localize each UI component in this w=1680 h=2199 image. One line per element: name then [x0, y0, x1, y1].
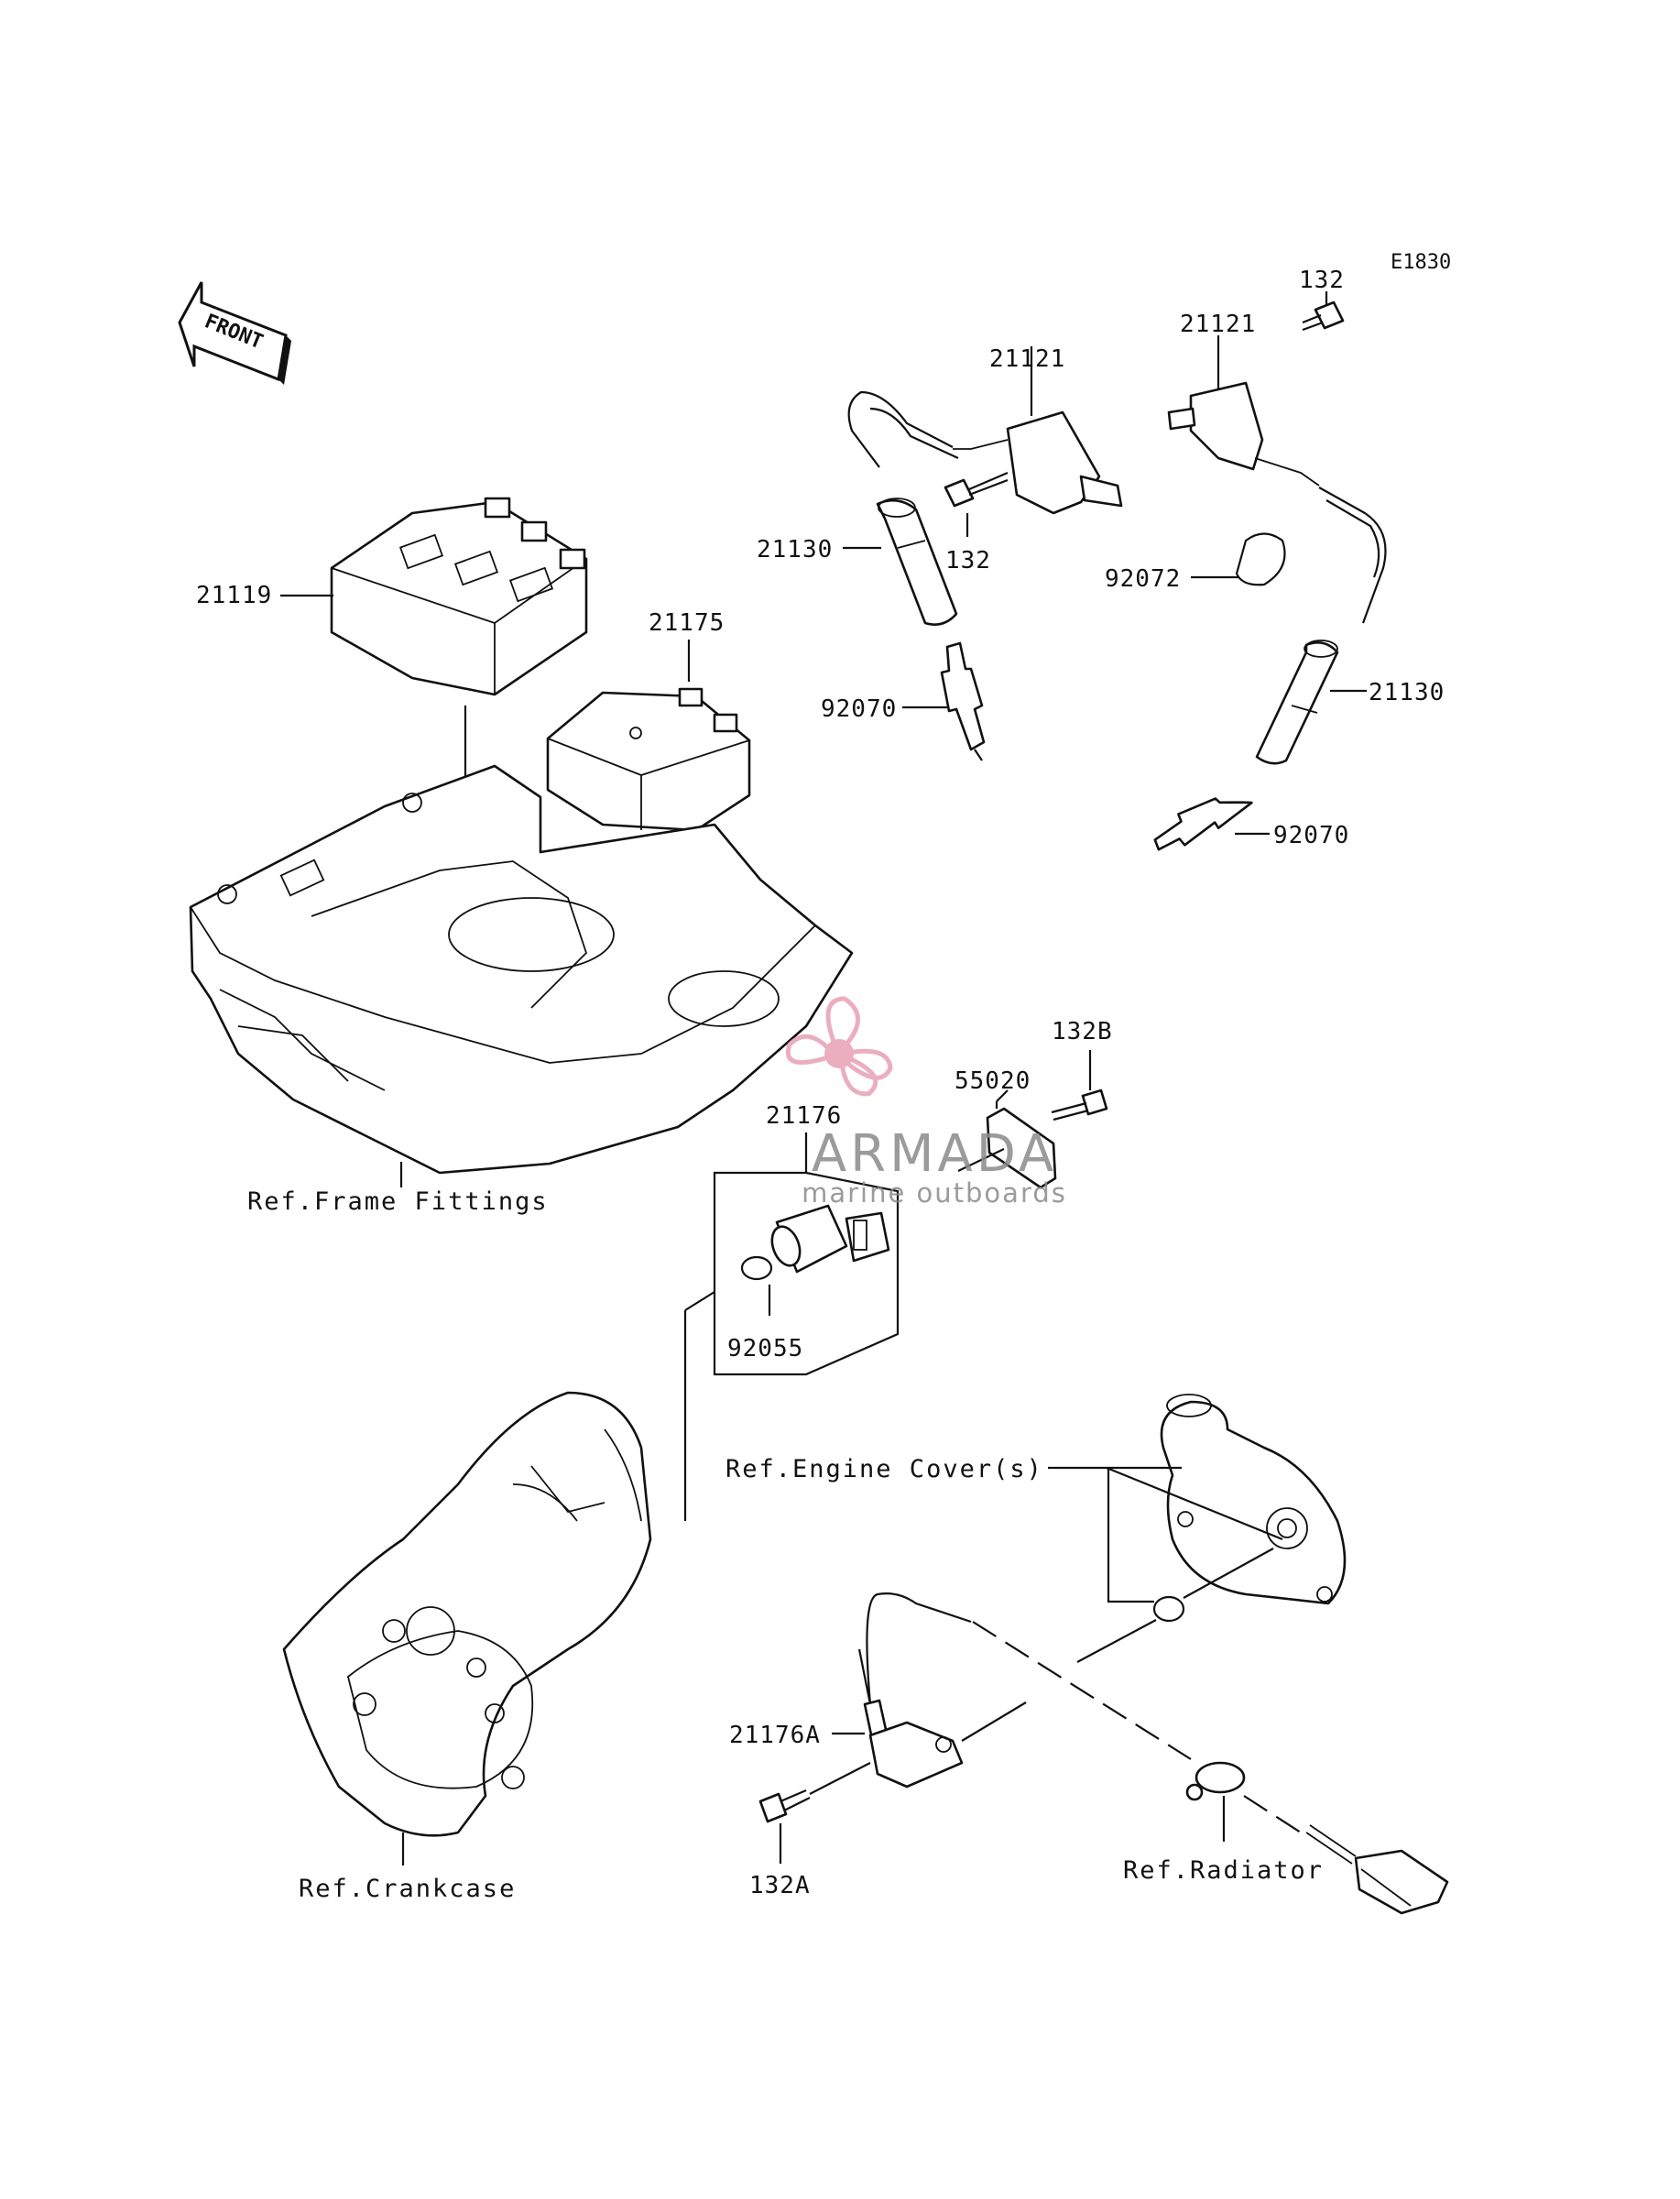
ref-radiator: Ref.Radiator	[1123, 1856, 1324, 1885]
callout-21175: 21175	[649, 609, 725, 637]
armada-watermark-logo: ARMADA marine outboards	[786, 996, 1067, 1209]
callout-132-top: 132	[1299, 267, 1345, 294]
ref-engine-cover: Ref.Engine Cover(s)	[725, 1455, 1043, 1483]
callout-21176a: 21176A	[729, 1722, 821, 1749]
callout-132a: 132A	[749, 1872, 811, 1899]
plug-cap-left-part	[843, 498, 958, 626]
ref-crankcase: Ref.Crankcase	[299, 1875, 516, 1903]
callout-92072: 92072	[1105, 565, 1181, 593]
ref-frame-fittings: Ref.Frame Fittings	[247, 1187, 549, 1216]
regulator-part	[546, 687, 751, 1035]
radiator-hose-clamp-part	[1185, 1761, 1302, 1842]
ignition-coil-right-part	[1167, 335, 1387, 624]
callout-21130-right: 21130	[1369, 679, 1445, 706]
callout-21119: 21119	[196, 582, 272, 609]
bolt-132-top-part	[1302, 291, 1345, 332]
sensor-connector-part	[1305, 1824, 1449, 1915]
clamp-92072-part	[1191, 532, 1286, 586]
bracket-55020-part	[957, 1089, 1057, 1189]
bolt-132b-part	[1051, 1050, 1108, 1121]
bolt-132-mid-part	[944, 471, 1009, 537]
callout-92055: 92055	[727, 1335, 803, 1362]
crankcase-part	[282, 1391, 652, 1865]
callout-21176: 21176	[766, 1102, 842, 1130]
frame-tray-part	[189, 764, 854, 1187]
plug-cap-right-part	[1255, 640, 1367, 765]
spark-plug-left-part	[902, 641, 986, 761]
crank-position-sensor-part	[832, 1592, 1192, 1789]
spark-plug-right-part	[1153, 797, 1270, 851]
cam-position-sensor-part	[683, 1132, 900, 1521]
watermark-brand: ARMADA	[812, 1124, 1057, 1184]
engine-cover-part	[1048, 1394, 1347, 1663]
diagram-code: E1830	[1391, 251, 1451, 274]
callout-21121-left: 21121	[989, 345, 1065, 373]
front-arrow-icon: FRONT	[178, 281, 291, 385]
callout-21130-left: 21130	[757, 536, 833, 563]
callout-55020: 55020	[955, 1067, 1031, 1095]
watermark-tagline: marine outboards	[802, 1177, 1067, 1209]
callout-132-mid: 132	[945, 547, 991, 574]
callout-92070-right: 92070	[1273, 822, 1349, 849]
bolt-132a-part	[758, 1762, 871, 1864]
ignition-coil-left-part	[847, 346, 1123, 515]
callout-92070-left: 92070	[821, 695, 897, 723]
callout-21121-right: 21121	[1180, 311, 1256, 338]
callout-132b: 132B	[1052, 1018, 1113, 1045]
